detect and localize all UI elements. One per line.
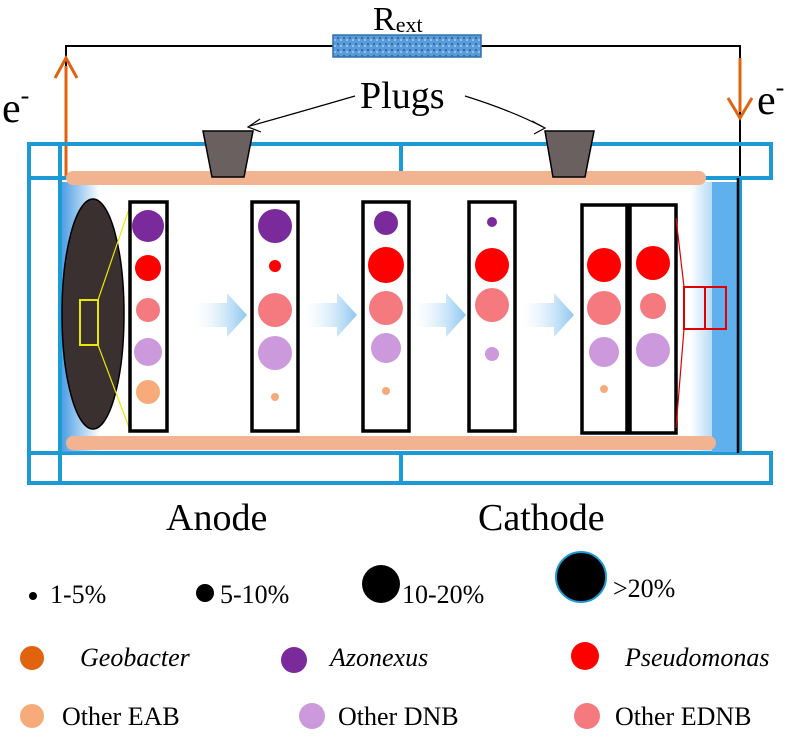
current-arrow-icon — [53, 54, 79, 180]
plug-icon — [202, 130, 254, 178]
size-legend-label: 1-5% — [50, 580, 106, 609]
legend-other-dnb: Other DNB — [338, 702, 459, 731]
plug-pointer-lines — [246, 95, 547, 135]
current-arrow-icon — [726, 58, 754, 121]
anode-body — [61, 198, 125, 430]
plugs-label: Plugs — [360, 75, 444, 117]
color-legend: Geobacter Azonexus Pseudomonas Other EAB… — [20, 642, 769, 731]
size-legend-label: 10-20% — [402, 580, 484, 609]
flow-arrow-icon — [195, 293, 574, 337]
size-legend-label: >20% — [613, 574, 675, 603]
legend-other-ednb: Other EDNB — [615, 702, 751, 731]
legend-other-eab: Other EAB — [62, 702, 180, 731]
anode-label: Anode — [166, 497, 267, 539]
cathode-label: Cathode — [478, 497, 605, 539]
legend-pseudomonas: Pseudomonas — [624, 643, 769, 672]
legend-geobacter: Geobacter — [80, 643, 191, 672]
anode-highlight — [79, 299, 99, 346]
top-electrode — [66, 171, 706, 185]
legend-azonexus: Azonexus — [328, 643, 428, 672]
size-legend-label: 5-10% — [220, 580, 289, 609]
bottom-electrode — [66, 436, 716, 450]
size-legend: 1-5% 5-10% 10-20% >20% — [29, 551, 675, 609]
electron-label-left: e- — [2, 81, 29, 132]
community-circles — [132, 209, 670, 404]
resistor-label: Rext — [373, 1, 423, 38]
electron-label-right: e- — [757, 73, 784, 124]
plug-icon — [544, 130, 595, 178]
resistor-icon — [332, 34, 482, 58]
